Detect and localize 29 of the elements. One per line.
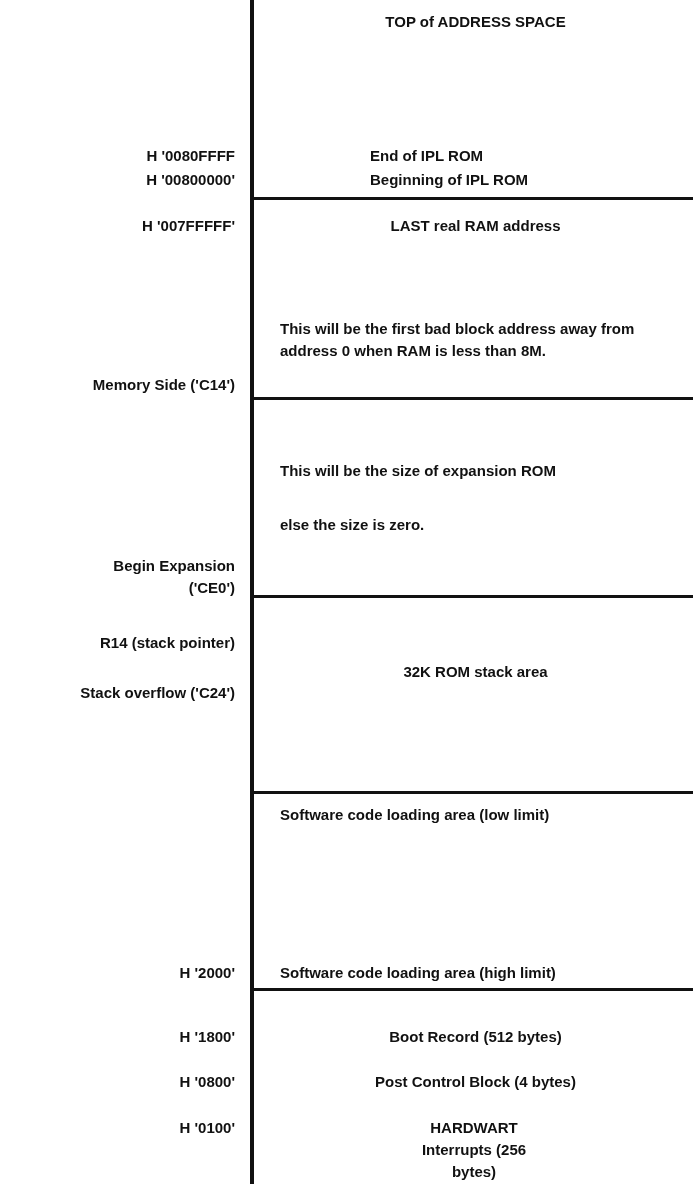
region-label: 32K ROM stack area: [402, 662, 549, 682]
address-label: Memory Side ('C14'): [91, 375, 235, 395]
address-label: H '0800': [178, 1072, 235, 1092]
region-label: This will be the size of expansion ROM: [280, 461, 557, 481]
region-label: This will be the first bad block address away from address 0 when RAM is less than 8M.: [280, 319, 636, 361]
region-label: Boot Record (512 bytes): [388, 1027, 563, 1047]
address-region: [250, 598, 693, 794]
region-label: Post Control Block (4 bytes): [374, 1072, 577, 1092]
region-label: else the size is zero.: [280, 515, 426, 535]
region-label: HARDWART Interrupts (256 bytes): [420, 1118, 528, 1182]
region-label: Beginning of IPL ROM: [370, 170, 530, 190]
address-label: H '1800': [178, 1027, 235, 1047]
region-label: Software code loading area (high limit): [280, 963, 557, 983]
region-label: LAST real RAM address: [389, 216, 562, 236]
address-region: [250, 0, 693, 200]
address-region: [250, 794, 693, 991]
address-region: [250, 400, 693, 598]
region-label: End of IPL ROM: [370, 146, 485, 166]
address-label: H '007FFFFF': [141, 216, 235, 236]
address-label: H '2000': [178, 963, 235, 983]
address-label: Begin Expansion ('CE0'): [112, 556, 235, 598]
address-region: [250, 200, 693, 400]
address-label: H '0080FFFF: [145, 146, 235, 166]
address-label: Stack overflow ('C24'): [79, 683, 235, 703]
address-label: R14 (stack pointer): [98, 633, 235, 653]
address-label: H '00800000': [145, 170, 235, 190]
region-label: Software code loading area (low limit): [280, 805, 551, 825]
region-heading: TOP of ADDRESS SPACE: [384, 12, 567, 32]
address-label: H '0100': [178, 1118, 235, 1138]
